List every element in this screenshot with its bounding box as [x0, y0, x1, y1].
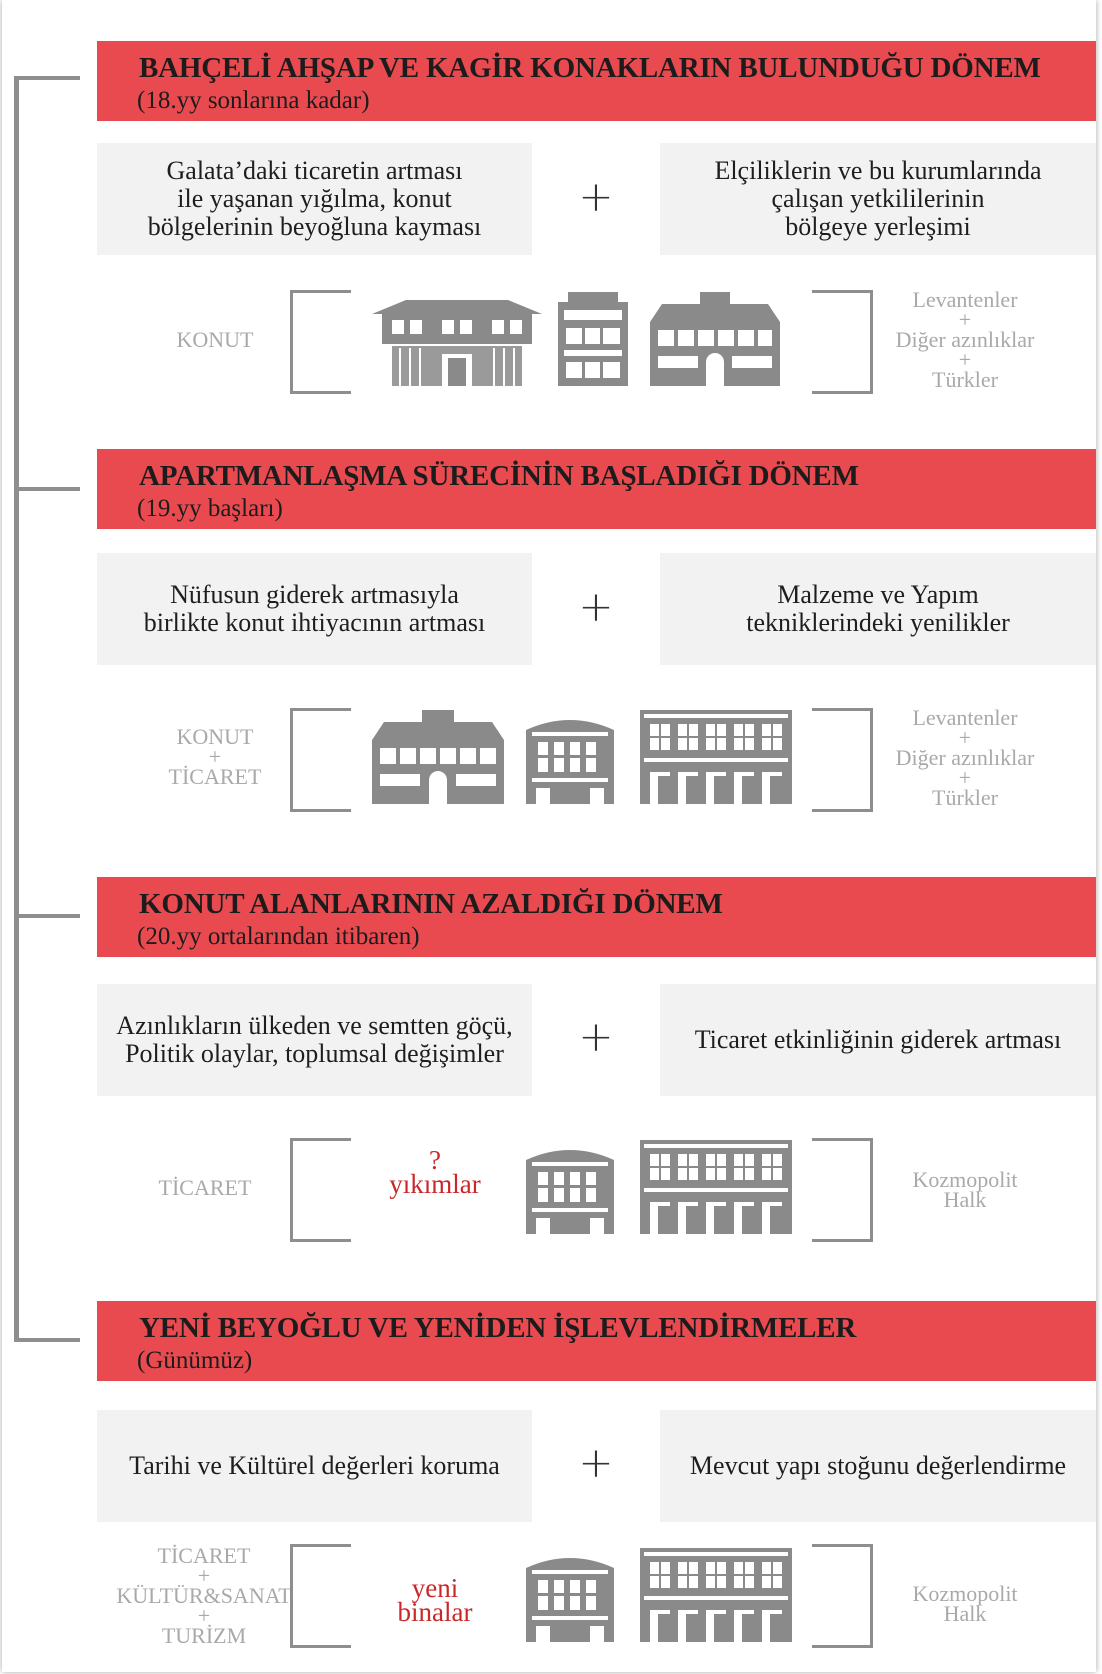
era-title: APARTMANLAŞMA SÜRECİNİN BAŞLADIĞI DÖNEM	[139, 460, 859, 492]
plus-sign: +	[578, 1438, 614, 1487]
function-label: KONUT + TİCARET	[168, 724, 262, 789]
cause-box-right: Malzeme ve Yapım tekniklerindeki yenilik…	[660, 553, 1096, 665]
era-title: BAHÇELİ AHŞAP VE KAGİR KONAKLARIN BULUND…	[139, 52, 1041, 84]
bracket-left	[290, 708, 351, 812]
era-subtitle: (19.yy başları)	[137, 495, 283, 522]
era-header-2: APARTMANLAŞMA SÜRECİNİN BAŞLADIĞI DÖNEM …	[97, 449, 1096, 529]
era-header-1: BAHÇELİ AHŞAP VE KAGİR KONAKLARIN BULUND…	[97, 41, 1096, 121]
population-label: Kozmopolit Halk	[912, 1581, 1018, 1626]
bracket-left	[290, 290, 351, 394]
cause-box-left: Nüfusun giderek artmasıyla birlikte konu…	[97, 553, 532, 665]
population-label: Kozmopolit Halk	[912, 1167, 1018, 1212]
plus-sign: +	[578, 1012, 614, 1061]
timeline-tick-3	[14, 914, 80, 918]
cause-box-left: Tarihi ve Kültürel değerleri koruma	[97, 1410, 532, 1522]
function-label: TİCARET	[158, 1175, 252, 1200]
demolition-note: ? yıkımlar	[389, 1145, 481, 1199]
bracket-left	[290, 1544, 351, 1648]
cause-box-left: Azınlıkların ülkeden ve semtten göçü, Po…	[97, 984, 532, 1096]
plus-sign: +	[578, 172, 614, 221]
function-label: KONUT	[176, 327, 254, 352]
wooden-mansion-icon	[372, 300, 542, 386]
era-subtitle: (20.yy ortalarından itibaren)	[137, 923, 420, 950]
corner-apartment-icon	[526, 1558, 614, 1642]
era-header-3: KONUT ALANLARININ AZALDIĞI DÖNEM (20.yy …	[97, 877, 1096, 957]
timeline-tick-1	[14, 76, 80, 80]
bracket-right	[812, 1138, 873, 1242]
new-buildings-note: yeni binalar	[397, 1573, 473, 1627]
era-header-4: YENİ BEYOĞLU VE YENİDEN İŞLEVLENDİRMELER…	[97, 1301, 1096, 1381]
population-label: Levantenler + Diğer azınlıklar + Türkler	[895, 705, 1035, 810]
bracket-left	[290, 1138, 351, 1242]
corner-apartment-icon	[526, 720, 614, 804]
era-subtitle: (18.yy sonlarına kadar)	[137, 87, 370, 114]
long-apartment-icon	[640, 710, 792, 804]
era-title: KONUT ALANLARININ AZALDIĞI DÖNEM	[139, 888, 723, 920]
timeline-spine	[14, 77, 19, 1341]
bracket-right	[812, 290, 873, 394]
plus-sign: +	[578, 582, 614, 631]
cause-box-right: Ticaret etkinliğinin giderek artması	[660, 984, 1096, 1096]
cause-box-right: Mevcut yapı stoğunu değerlendirme	[660, 1410, 1096, 1522]
population-label: Levantenler + Diğer azınlıklar + Türkler	[895, 287, 1035, 392]
small-townhouse-icon	[558, 292, 628, 386]
era-title: YENİ BEYOĞLU VE YENİDEN İŞLEVLENDİRMELER	[139, 1312, 857, 1344]
function-label: TİCARET + KÜLTÜR&SANAT + TURİZM	[116, 1543, 292, 1648]
stone-mansion-icon	[372, 710, 504, 804]
stone-mansion-icon	[650, 292, 780, 386]
long-apartment-icon	[640, 1140, 792, 1234]
cause-box-left: Galata’daki ticaretin artması ile yaşana…	[97, 143, 532, 255]
timeline-tick-4	[14, 1338, 80, 1342]
cause-box-right: Elçiliklerin ve bu kurumlarında çalışan …	[660, 143, 1096, 255]
bracket-right	[812, 708, 873, 812]
era-subtitle: (Günümüz)	[137, 1347, 253, 1374]
bracket-right	[812, 1544, 873, 1648]
long-apartment-icon	[640, 1548, 792, 1642]
corner-apartment-icon	[526, 1150, 614, 1234]
timeline-tick-2	[14, 487, 80, 491]
